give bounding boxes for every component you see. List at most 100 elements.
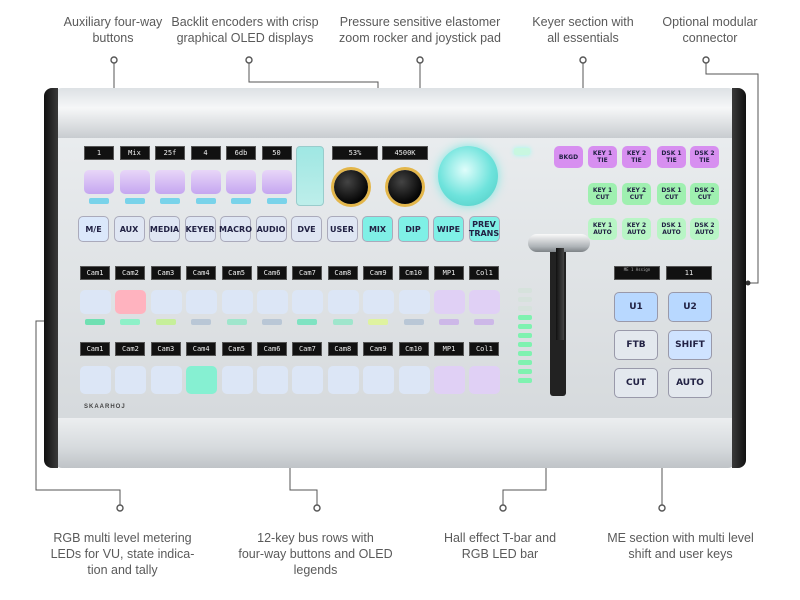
left-side-cap [44,88,58,468]
aux-button[interactable] [119,170,150,194]
function-key-dve[interactable]: DVE [291,216,322,242]
callout-metering-leds: RGB multi level metering LEDs for VU, st… [50,531,195,577]
aux-led [124,198,145,204]
bus1-meter-led [85,319,105,325]
aux-display: 6db [226,146,256,160]
bus1-key[interactable] [434,290,465,314]
bus2-key[interactable] [80,366,111,394]
function-key-wipe[interactable]: WIPE [433,216,464,242]
keyer-auto-key[interactable]: KEY 1 AUTO [588,218,617,240]
bus2-key[interactable] [221,366,253,394]
bus1-key[interactable] [398,290,430,314]
aux-button[interactable] [155,170,185,194]
function-key-mix[interactable]: MIX [362,216,393,242]
keyer-cut-key[interactable]: KEY 1 CUT [588,183,617,205]
keyer-cut-key[interactable]: DSK 2 CUT [690,183,719,205]
me-key-ftb[interactable]: FTB [614,330,658,360]
function-key-macro[interactable]: MACRO [219,216,252,242]
keyer-auto-key[interactable]: DSK 2 AUTO [690,218,719,240]
bus2-display: MP1 [434,342,464,356]
bus1-key[interactable] [80,290,111,314]
bus1-meter-led [439,319,459,325]
bus2-key[interactable] [115,366,147,394]
function-key-user[interactable]: USER [326,216,358,242]
function-key-keyer[interactable]: KEYER [184,216,216,242]
bus2-key[interactable] [186,366,218,394]
bus2-key[interactable] [257,366,288,394]
bus2-key[interactable] [327,366,359,394]
tbar-led [518,333,532,338]
function-key-aux[interactable]: AUX [113,216,145,242]
me-display-1: ME 1 Assign [614,266,660,280]
bus1-display: Cm10 [398,266,429,280]
bus2-key[interactable] [150,366,182,394]
keyer-tie-key[interactable]: DSK 2 TIE [690,146,719,168]
keyer-auto-key[interactable]: KEY 2 AUTO [622,218,651,240]
aux-display: 25f [155,146,185,160]
bus2-key[interactable] [469,366,501,394]
aux-button[interactable] [226,170,256,194]
function-key-dip[interactable]: DIP [397,216,429,242]
bus2-display: Cam8 [327,342,358,356]
keyer-cut-key[interactable]: KEY 2 CUT [622,183,651,205]
bus1-key[interactable] [115,290,147,314]
bus1-key[interactable] [186,290,218,314]
callout-modular-connector: Optional modular connector [662,15,758,45]
keyer-cut-key[interactable]: DSK 1 CUT [657,183,686,205]
tbar-lever[interactable] [528,234,590,252]
bus1-key[interactable] [469,290,501,314]
bus2-key[interactable] [398,366,430,394]
bus1-meter-led [403,319,424,325]
tbar-led [518,297,532,302]
aux-button[interactable] [190,170,221,194]
bus1-display: Cam6 [257,266,287,280]
me-key-u1[interactable]: U1 [614,292,658,322]
bus1-meter-led [474,319,495,325]
function-key-audio[interactable]: AUDIO [255,216,287,242]
me-key-cut[interactable]: CUT [614,368,658,398]
keyer-tie-key[interactable]: DSK 1 TIE [657,146,686,168]
zoom-display: 53% [332,146,378,160]
brand-logo: SKAARHOJ [84,404,126,410]
bus1-key[interactable] [292,290,324,314]
right-side-cap [732,88,746,468]
me-key-auto[interactable]: AUTO [668,368,712,398]
function-key-m/e[interactable]: M/E [78,216,109,242]
callout-encoders: Backlit encoders with crisp graphical OL… [171,15,319,45]
bus1-meter-led [191,319,212,325]
aux-display: 1 [84,146,114,160]
keyer-tie-key[interactable]: KEY 1 TIE [588,146,617,168]
tbar-led [518,351,532,356]
zoom-rocker[interactable] [296,146,324,206]
bus2-display: Cam3 [150,342,181,356]
bus1-display: Cam8 [327,266,358,280]
bus1-key[interactable] [257,290,288,314]
keyer-auto-key[interactable]: DSK 1 AUTO [657,218,686,240]
zoom2-display: 4500K [382,146,428,160]
keyer-tie-key[interactable]: BKGD [554,146,583,168]
bus1-display: Cam1 [80,266,110,280]
bus2-key[interactable] [292,366,324,394]
joystick-pad[interactable] [438,146,498,206]
bus1-meter-led [332,319,353,325]
keyer-tie-key[interactable]: KEY 2 TIE [622,146,651,168]
panel-top-rail [54,88,736,138]
bus1-key[interactable] [150,290,182,314]
encoder-knob-2[interactable] [388,170,422,204]
bus1-meter-led [297,319,318,325]
function-key-prev-trans[interactable]: PREV TRANS [468,216,500,242]
bus2-display: Cam6 [257,342,287,356]
bus2-key[interactable] [434,366,465,394]
bus2-key[interactable] [363,366,395,394]
me-key-shift[interactable]: SHIFT [668,330,712,360]
me-key-u2[interactable]: U2 [668,292,712,322]
bus1-key[interactable] [327,290,359,314]
bus1-key[interactable] [363,290,395,314]
bus1-key[interactable] [221,290,253,314]
function-key-media[interactable]: MEDIA [149,216,180,242]
encoder-knob-1[interactable] [334,170,368,204]
aux-display: 50 [261,146,292,160]
aux-button[interactable] [84,170,114,194]
aux-button[interactable] [261,170,292,194]
aux-led [266,198,287,204]
